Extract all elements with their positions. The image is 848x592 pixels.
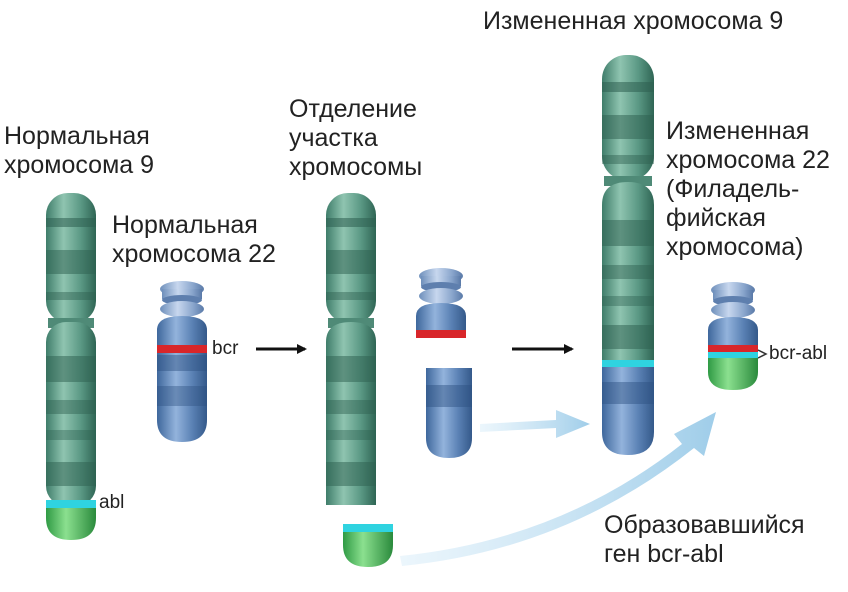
separated-chromosome-22-bottom [426,368,472,458]
label-formed-gene: Образовавшийся ген bcr-abl [604,511,805,568]
normal-chromosome-22 [157,281,207,442]
label-separation: Отделение участка хромосомы [289,95,423,181]
philadelphia-chromosome [708,282,758,390]
detached-abl-fragment [343,524,393,567]
label-normal-chromosome-22: Нормальная хромосома 22 [112,211,276,268]
separated-chromosome-22-top [416,268,466,338]
bcr-abl-pointer [757,349,768,359]
marker-abl: abl [99,492,125,513]
label-altered-chromosome-22: Измененная хромосома 22 (Филадель- фийск… [666,117,830,261]
abl-band [46,500,96,508]
light-arrow-to-chromosome-9 [480,410,590,438]
marker-bcr: bcr [212,338,239,359]
altered-chromosome-9 [602,55,654,455]
label-altered-chromosome-9: Измененная хромосома 9 [483,7,784,35]
label-normal-chromosome-9: Нормальная хромосома 9 [4,122,155,179]
separated-chromosome-9 [326,193,376,505]
bcr-band [157,345,207,353]
marker-bcr-abl: bcr-abl [769,343,828,364]
normal-chromosome-9 [46,193,96,540]
